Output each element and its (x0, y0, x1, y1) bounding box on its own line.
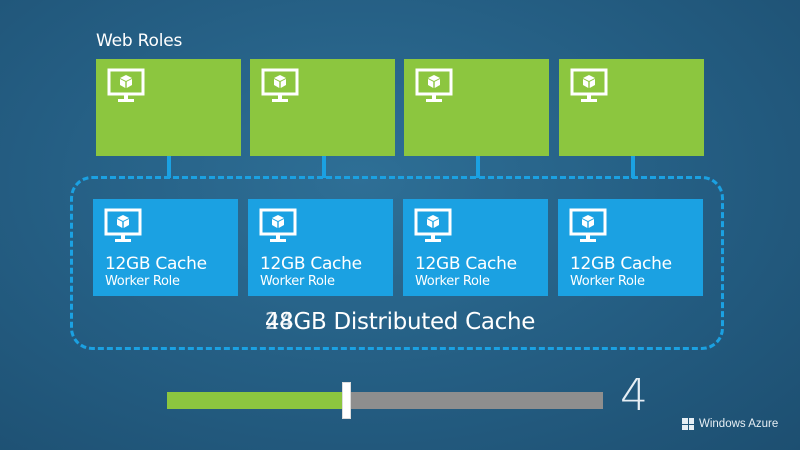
web-role-box (96, 59, 241, 156)
instance-slider[interactable] (167, 382, 603, 419)
slider-fill (167, 392, 346, 409)
worker-role-box: 12GB Cache Worker Role (558, 199, 703, 296)
web-role-box (250, 59, 395, 156)
cache-size-label: 12GB Cache (415, 254, 517, 274)
distributed-cache-cluster (70, 176, 724, 350)
web-role-box (559, 59, 704, 156)
worker-role-label: Worker Role (260, 274, 335, 289)
monitor-icon (414, 208, 452, 242)
monitor-icon (261, 68, 299, 102)
worker-role-box: 12GB Cache Worker Role (248, 199, 393, 296)
cache-size-label: 12GB Cache (105, 254, 207, 274)
instance-count: 4 (620, 370, 648, 421)
total-size-b: 24 (264, 309, 294, 335)
total-size-a: 48 (264, 309, 294, 335)
worker-role-label: Worker Role (105, 274, 180, 289)
monitor-icon (107, 68, 145, 102)
web-role-box (404, 59, 549, 156)
connector-line (167, 156, 171, 178)
monitor-icon (104, 208, 142, 242)
windows-azure-logo: Windows Azure (682, 418, 778, 430)
windows-logo-icon (682, 418, 694, 430)
monitor-icon (570, 68, 608, 102)
web-roles-title: Web Roles (96, 31, 183, 51)
brand-name: Windows Azure (699, 418, 779, 430)
monitor-icon (569, 208, 607, 242)
slider-thumb[interactable] (341, 382, 351, 419)
connector-line (322, 156, 326, 178)
worker-role-label: Worker Role (415, 274, 490, 289)
worker-role-box: 12GB Cache Worker Role (403, 199, 548, 296)
cache-size-label: 12GB Cache (260, 254, 362, 274)
worker-role-label: Worker Role (570, 274, 645, 289)
monitor-icon (259, 208, 297, 242)
monitor-icon (415, 68, 453, 102)
total-size-suffix: GB Distributed Cache (293, 309, 536, 335)
cache-size-label: 12GB Cache (570, 254, 672, 274)
connector-line (476, 156, 480, 178)
worker-role-box: 12GB Cache Worker Role (93, 199, 238, 296)
connector-line (631, 156, 635, 178)
